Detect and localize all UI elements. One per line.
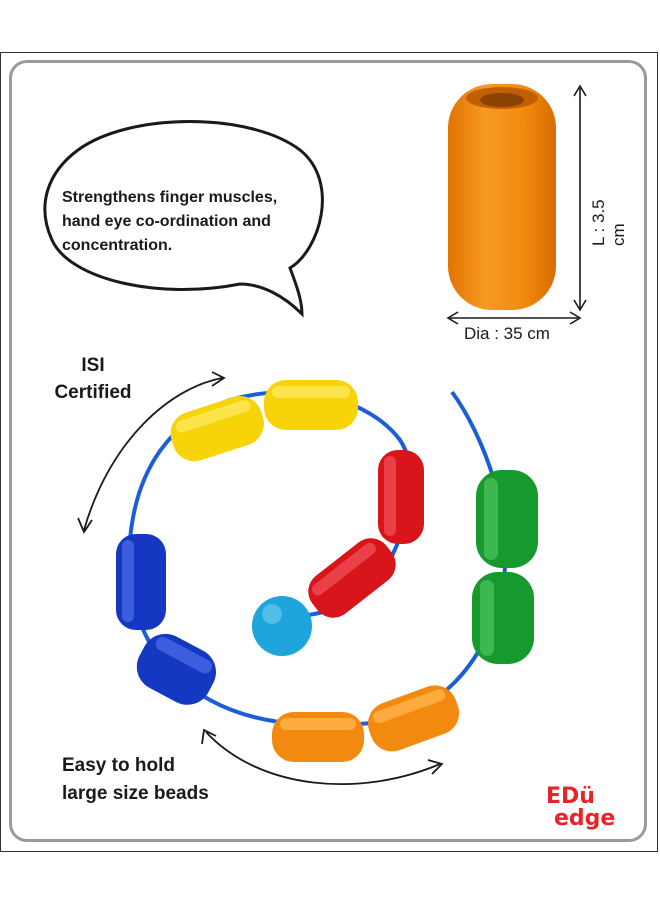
logo-line: edge bbox=[554, 806, 616, 831]
bead-orange bbox=[367, 685, 460, 752]
bead-ball-sky bbox=[252, 596, 312, 656]
diameter-arrow-icon bbox=[446, 311, 582, 325]
single-bead-orange bbox=[448, 84, 556, 310]
bead-yellow bbox=[264, 380, 358, 430]
bead-blue bbox=[116, 534, 166, 630]
bead-red bbox=[308, 538, 396, 618]
logo-line: EDü bbox=[546, 784, 595, 809]
bead-orange bbox=[272, 712, 364, 762]
curved-arrow-icon bbox=[201, 728, 444, 785]
certification-line: ISI bbox=[81, 355, 105, 376]
callout-line: Strengthens finger muscles, bbox=[62, 189, 278, 206]
bead-red bbox=[378, 450, 424, 544]
bead-blue bbox=[136, 633, 217, 705]
callout-text: Strengthens finger muscles, hand eye co-… bbox=[62, 186, 302, 258]
callout-line: hand eye co-ordination and bbox=[62, 213, 271, 230]
diameter-label: Dia : 35 cm bbox=[464, 324, 550, 343]
feature-line: Easy to hold bbox=[62, 755, 175, 776]
length-arrow-icon bbox=[573, 84, 587, 312]
feature-line: large size beads bbox=[62, 783, 209, 804]
curved-arrow-icon bbox=[77, 371, 226, 534]
speech-bubble bbox=[43, 120, 324, 318]
bead-green bbox=[472, 572, 534, 664]
callout-line: concentration. bbox=[62, 237, 173, 254]
brand-logo: EDü edge bbox=[546, 786, 615, 830]
certification-line: Certified bbox=[54, 382, 132, 403]
length-label: L : 3.5 cm bbox=[589, 199, 628, 246]
feature-label: Easy to hold large size beads bbox=[62, 752, 262, 808]
bead-yellow bbox=[170, 396, 264, 462]
bead-green bbox=[476, 470, 538, 568]
certification-label: ISI Certified bbox=[48, 352, 138, 406]
